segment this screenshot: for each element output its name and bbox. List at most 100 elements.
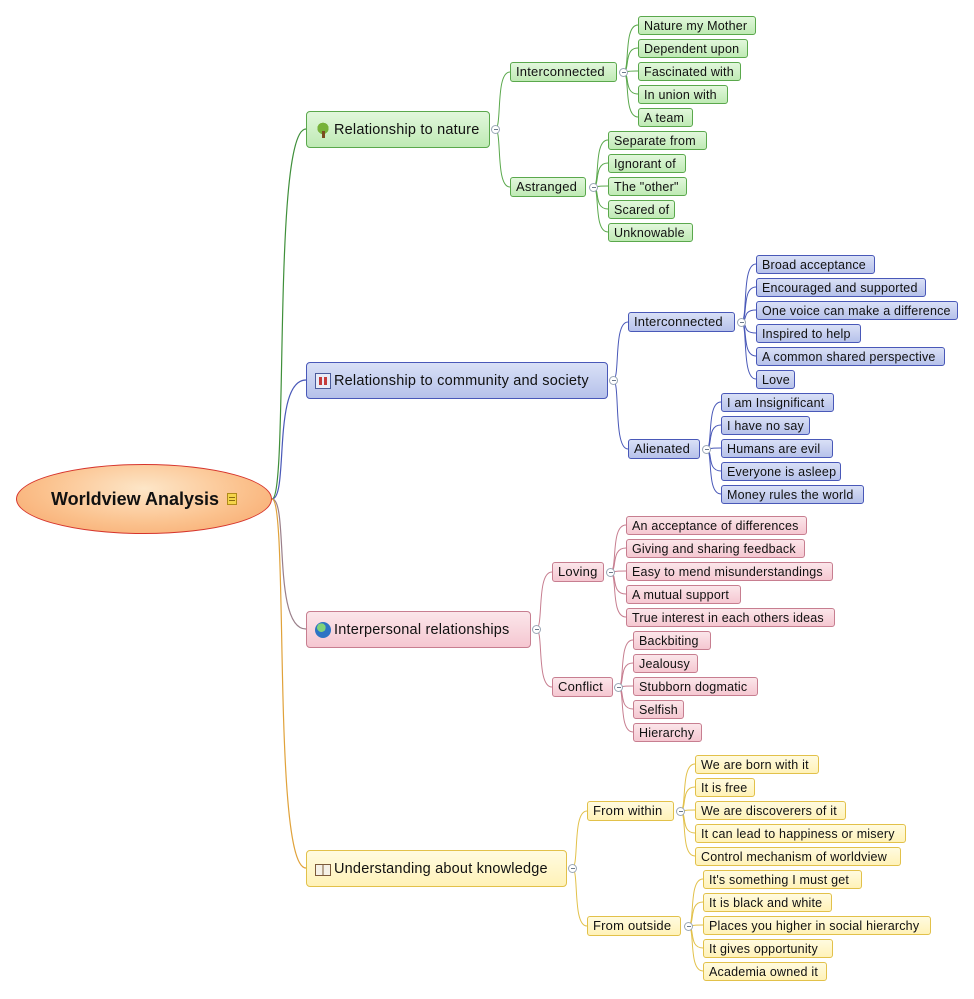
leaf-label: A common shared perspective [762, 350, 936, 364]
leaf-label: We are discoverers of it [701, 804, 837, 818]
leaf-it-is-free[interactable]: It is free [695, 778, 755, 797]
leaf-label: Love [762, 373, 790, 387]
leaf-inspired-to-help[interactable]: Inspired to help [756, 324, 861, 343]
collapse-toggle[interactable] [532, 625, 541, 634]
collapse-toggle[interactable] [619, 68, 628, 77]
leaf-giving-and-sharing-feedback[interactable]: Giving and sharing feedback [626, 539, 805, 558]
leaf-label: We are born with it [701, 758, 809, 772]
leaf-label: A team [644, 111, 685, 125]
leaf-stubborn-dogmatic[interactable]: Stubborn dogmatic [633, 677, 758, 696]
collapse-toggle[interactable] [614, 683, 623, 692]
leaf-label: Humans are evil [727, 442, 821, 456]
leaf-label: Selfish [639, 703, 678, 717]
group-label: Conflict [558, 679, 603, 694]
leaf-backbiting[interactable]: Backbiting [633, 631, 711, 650]
branch-relationship-to-nature[interactable]: Relationship to nature [306, 111, 490, 148]
leaf-a-mutual-support[interactable]: A mutual support [626, 585, 741, 604]
collapse-toggle[interactable] [609, 376, 618, 385]
leaf-everyone-is-asleep[interactable]: Everyone is asleep [721, 462, 841, 481]
collapse-toggle[interactable] [702, 445, 711, 454]
leaf-hierarchy[interactable]: Hierarchy [633, 723, 702, 742]
branch-interpersonal-relationships[interactable]: Interpersonal relationships [306, 611, 531, 648]
leaf-acceptance-of-differences[interactable]: An acceptance of differences [626, 516, 807, 535]
leaf-one-voice[interactable]: One voice can make a difference [756, 301, 958, 320]
collapse-toggle[interactable] [676, 807, 685, 816]
group-interconnected[interactable]: Interconnected [510, 62, 617, 82]
group-conflict[interactable]: Conflict [552, 677, 613, 697]
leaf-label: Easy to mend misunderstandings [632, 565, 823, 579]
leaf-happiness-or-misery[interactable]: It can lead to happiness or misery [695, 824, 906, 843]
collapse-toggle[interactable] [684, 922, 693, 931]
leaf-something-i-must-get[interactable]: It's something I must get [703, 870, 862, 889]
group-from-outside[interactable]: From outside [587, 916, 681, 936]
branch-relationship-to-community[interactable]: Relationship to community and society [306, 362, 608, 399]
leaf-label: Encouraged and supported [762, 281, 918, 295]
leaf-label: Fascinated with [644, 65, 734, 79]
collapse-toggle[interactable] [568, 864, 577, 873]
connector-line [612, 321, 629, 381]
leaf-selfish[interactable]: Selfish [633, 700, 684, 719]
leaf-higher-in-social-hierarchy[interactable]: Places you higher in social hierarchy [703, 916, 931, 935]
tree-icon [315, 121, 331, 138]
connector-line [271, 128, 307, 500]
leaf-fascinated-with[interactable]: Fascinated with [638, 62, 741, 81]
branch-understanding-about-knowledge[interactable]: Understanding about knowledge [306, 850, 567, 887]
connector-line [612, 379, 629, 450]
branch-label: Understanding about knowledge [334, 860, 548, 877]
leaf-separate-from[interactable]: Separate from [608, 131, 707, 150]
leaf-dependent-upon[interactable]: Dependent upon [638, 39, 748, 58]
group-label: Astranged [516, 179, 578, 194]
leaf-ignorant-of[interactable]: Ignorant of [608, 154, 686, 173]
leaf-humans-are-evil[interactable]: Humans are evil [721, 439, 833, 458]
leaf-the-other[interactable]: The "other" [608, 177, 687, 196]
leaf-label: Hierarchy [639, 726, 695, 740]
leaf-easy-to-mend[interactable]: Easy to mend misunderstandings [626, 562, 833, 581]
connector-line [494, 71, 511, 130]
leaf-unknowable[interactable]: Unknowable [608, 223, 693, 242]
leaf-true-interest[interactable]: True interest in each others ideas [626, 608, 835, 627]
leaf-gives-opportunity[interactable]: It gives opportunity [703, 939, 833, 958]
leaf-label: Dependent upon [644, 42, 740, 56]
connector-line [609, 571, 627, 618]
group-loving[interactable]: Loving [552, 562, 604, 582]
leaf-broad-acceptance[interactable]: Broad acceptance [756, 255, 875, 274]
leaf-label: Separate from [614, 134, 696, 148]
group-interconnected[interactable]: Interconnected [628, 312, 735, 332]
leaf-label: True interest in each others ideas [632, 611, 824, 625]
group-label: From outside [593, 918, 672, 933]
leaf-a-team[interactable]: A team [638, 108, 693, 127]
leaf-label: One voice can make a difference [762, 304, 951, 318]
collapse-toggle[interactable] [606, 568, 615, 577]
collapse-toggle[interactable] [737, 318, 746, 327]
collapse-toggle[interactable] [491, 125, 500, 134]
leaf-nature-my-mother[interactable]: Nature my Mother [638, 16, 756, 35]
leaf-scared-of[interactable]: Scared of [608, 200, 675, 219]
leaf-in-union-with[interactable]: In union with [638, 85, 728, 104]
branch-label: Interpersonal relationships [334, 621, 510, 638]
leaf-black-and-white[interactable]: It is black and white [703, 893, 832, 912]
leaf-label: Jealousy [639, 657, 690, 671]
group-alienated[interactable]: Alienated [628, 439, 700, 459]
leaf-label: Scared of [614, 203, 670, 217]
leaf-label: A mutual support [632, 588, 730, 602]
root-topic[interactable]: Worldview Analysis [16, 464, 272, 534]
leaf-academia-owned-it[interactable]: Academia owned it [703, 962, 827, 981]
leaf-discoverers-of-it[interactable]: We are discoverers of it [695, 801, 846, 820]
leaf-born-with-it[interactable]: We are born with it [695, 755, 819, 774]
leaf-jealousy[interactable]: Jealousy [633, 654, 698, 673]
leaf-label: Nature my Mother [644, 19, 748, 33]
group-from-within[interactable]: From within [587, 801, 674, 821]
collapse-toggle[interactable] [589, 183, 598, 192]
leaf-i-am-insignificant[interactable]: I am Insignificant [721, 393, 834, 412]
branch-label: Relationship to nature [334, 121, 480, 138]
leaf-label: Control mechanism of worldview [701, 850, 887, 864]
leaf-love[interactable]: Love [756, 370, 795, 389]
leaf-common-shared-perspective[interactable]: A common shared perspective [756, 347, 945, 366]
leaf-encouraged-and-supported[interactable]: Encouraged and supported [756, 278, 926, 297]
group-astranged[interactable]: Astranged [510, 177, 586, 197]
connector-line [571, 867, 588, 927]
leaf-i-have-no-say[interactable]: I have no say [721, 416, 810, 435]
leaf-money-rules-the-world[interactable]: Money rules the world [721, 485, 864, 504]
connector-line [271, 379, 307, 500]
leaf-control-mechanism[interactable]: Control mechanism of worldview [695, 847, 901, 866]
